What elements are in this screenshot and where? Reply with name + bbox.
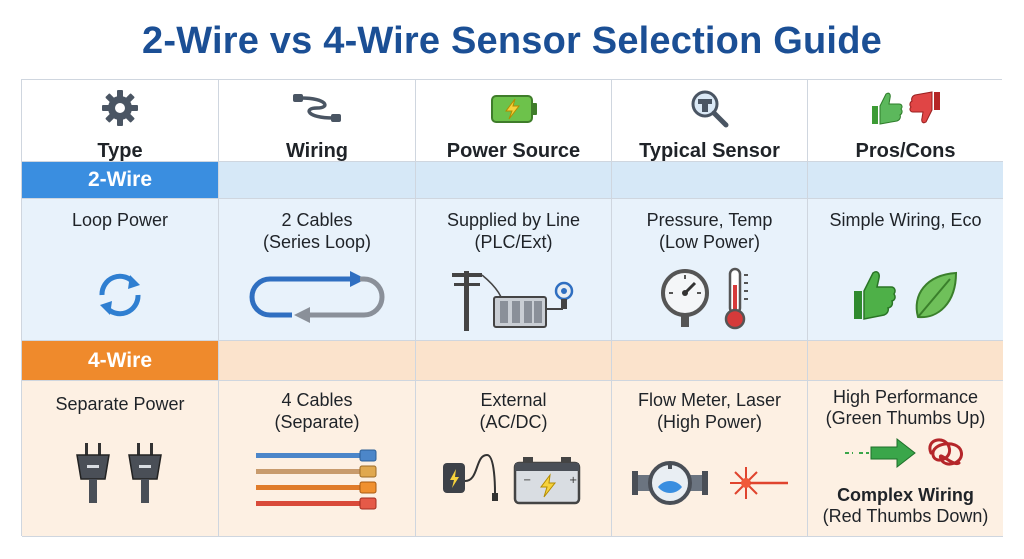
magnifier-sensor-icon [688, 88, 732, 128]
arrow-tangle-icon [808, 433, 1003, 473]
cell-text: Simple Wiring, Eco [829, 210, 982, 230]
header-label: Type [97, 140, 143, 162]
cell-text: 4 Cables (Separate) [274, 390, 360, 432]
cell-text: Pressure, Temp (Low Power) [646, 210, 773, 252]
band-spacer [219, 162, 416, 199]
header-label: Power Source [446, 140, 581, 162]
cell-4wire-type: Separate Power [22, 381, 219, 537]
svg-text:+: + [569, 475, 577, 486]
band-spacer [808, 341, 1003, 381]
cell-text: Separate Power [55, 394, 185, 414]
row-tag-label: 2-Wire [22, 162, 218, 198]
band-spacer [416, 162, 612, 199]
header-label: Pros/Cons [855, 140, 956, 162]
battery-icon [488, 88, 540, 128]
cell-text: Supplied by Line (PLC/Ext) [446, 210, 581, 252]
cell-2wire-power: Supplied by Line (PLC/Ext) [416, 199, 612, 341]
cell-4wire-power: External (AC/DC) − + [416, 381, 612, 537]
band-spacer [808, 162, 1003, 199]
gauge-thermometer-icon [612, 263, 807, 333]
flowmeter-laser-icon [612, 453, 807, 509]
thumbs-up-leaf-icon [808, 265, 1003, 325]
svg-text:−: − [523, 475, 531, 486]
cell-2wire-wiring: 2 Cables (Series Loop) [219, 199, 416, 341]
cell-text: External (AC/DC) [479, 390, 548, 432]
header-wiring: Wiring [219, 80, 416, 162]
thumbs-up-down-icon [866, 88, 946, 128]
header-label: Wiring [285, 140, 349, 162]
header-typical-sensor: Typical Sensor [612, 80, 808, 162]
row-tag-2-wire: 2-Wire [22, 162, 219, 199]
header-label: Typical Sensor [639, 140, 780, 162]
cell-text: 2 Cables (Series Loop) [262, 210, 372, 252]
row-tag-4-wire: 4-Wire [22, 341, 219, 381]
header-power-source: Power Source [416, 80, 612, 162]
power-line-plc-icon [416, 263, 611, 333]
band-spacer [416, 341, 612, 381]
band-spacer [219, 341, 416, 381]
comparison-table: Type Wiring Power Source [21, 79, 1003, 537]
band-spacer [612, 162, 808, 199]
cell-2wire-type: Loop Power [22, 199, 219, 341]
band-spacer [612, 341, 808, 381]
cell-4wire-wiring: 4 Cables (Separate) [219, 381, 416, 537]
cell-4wire-proscons: High Performance (Green Thumbs Up) Compl… [808, 381, 1003, 537]
header-pros-cons: Pros/Cons [808, 80, 1003, 162]
four-cables-icon [219, 447, 415, 513]
gear-icon [100, 88, 140, 128]
cell-2wire-proscons: Simple Wiring, Eco [808, 199, 1003, 341]
cell-text: Complex Wiring (Red Thumbs Down) [822, 485, 989, 526]
adapter-battery-icon: − + [416, 449, 611, 511]
cell-2wire-sensor: Pressure, Temp (Low Power) [612, 199, 808, 341]
cell-text: Loop Power [71, 210, 169, 230]
row-tag-label: 4-Wire [22, 341, 218, 380]
series-loop-icon [219, 269, 415, 325]
page-title: 2-Wire vs 4-Wire Sensor Selection Guide [142, 20, 882, 62]
header-type: Type [22, 80, 219, 162]
cell-4wire-sensor: Flow Meter, Laser (High Power) [612, 381, 808, 537]
power-plugs-icon [22, 439, 218, 509]
cell-text: Flow Meter, Laser (High Power) [637, 390, 782, 432]
cable-icon [291, 88, 343, 128]
cell-text: High Performance (Green Thumbs Up) [825, 387, 986, 428]
loop-arrows-icon [22, 265, 218, 325]
